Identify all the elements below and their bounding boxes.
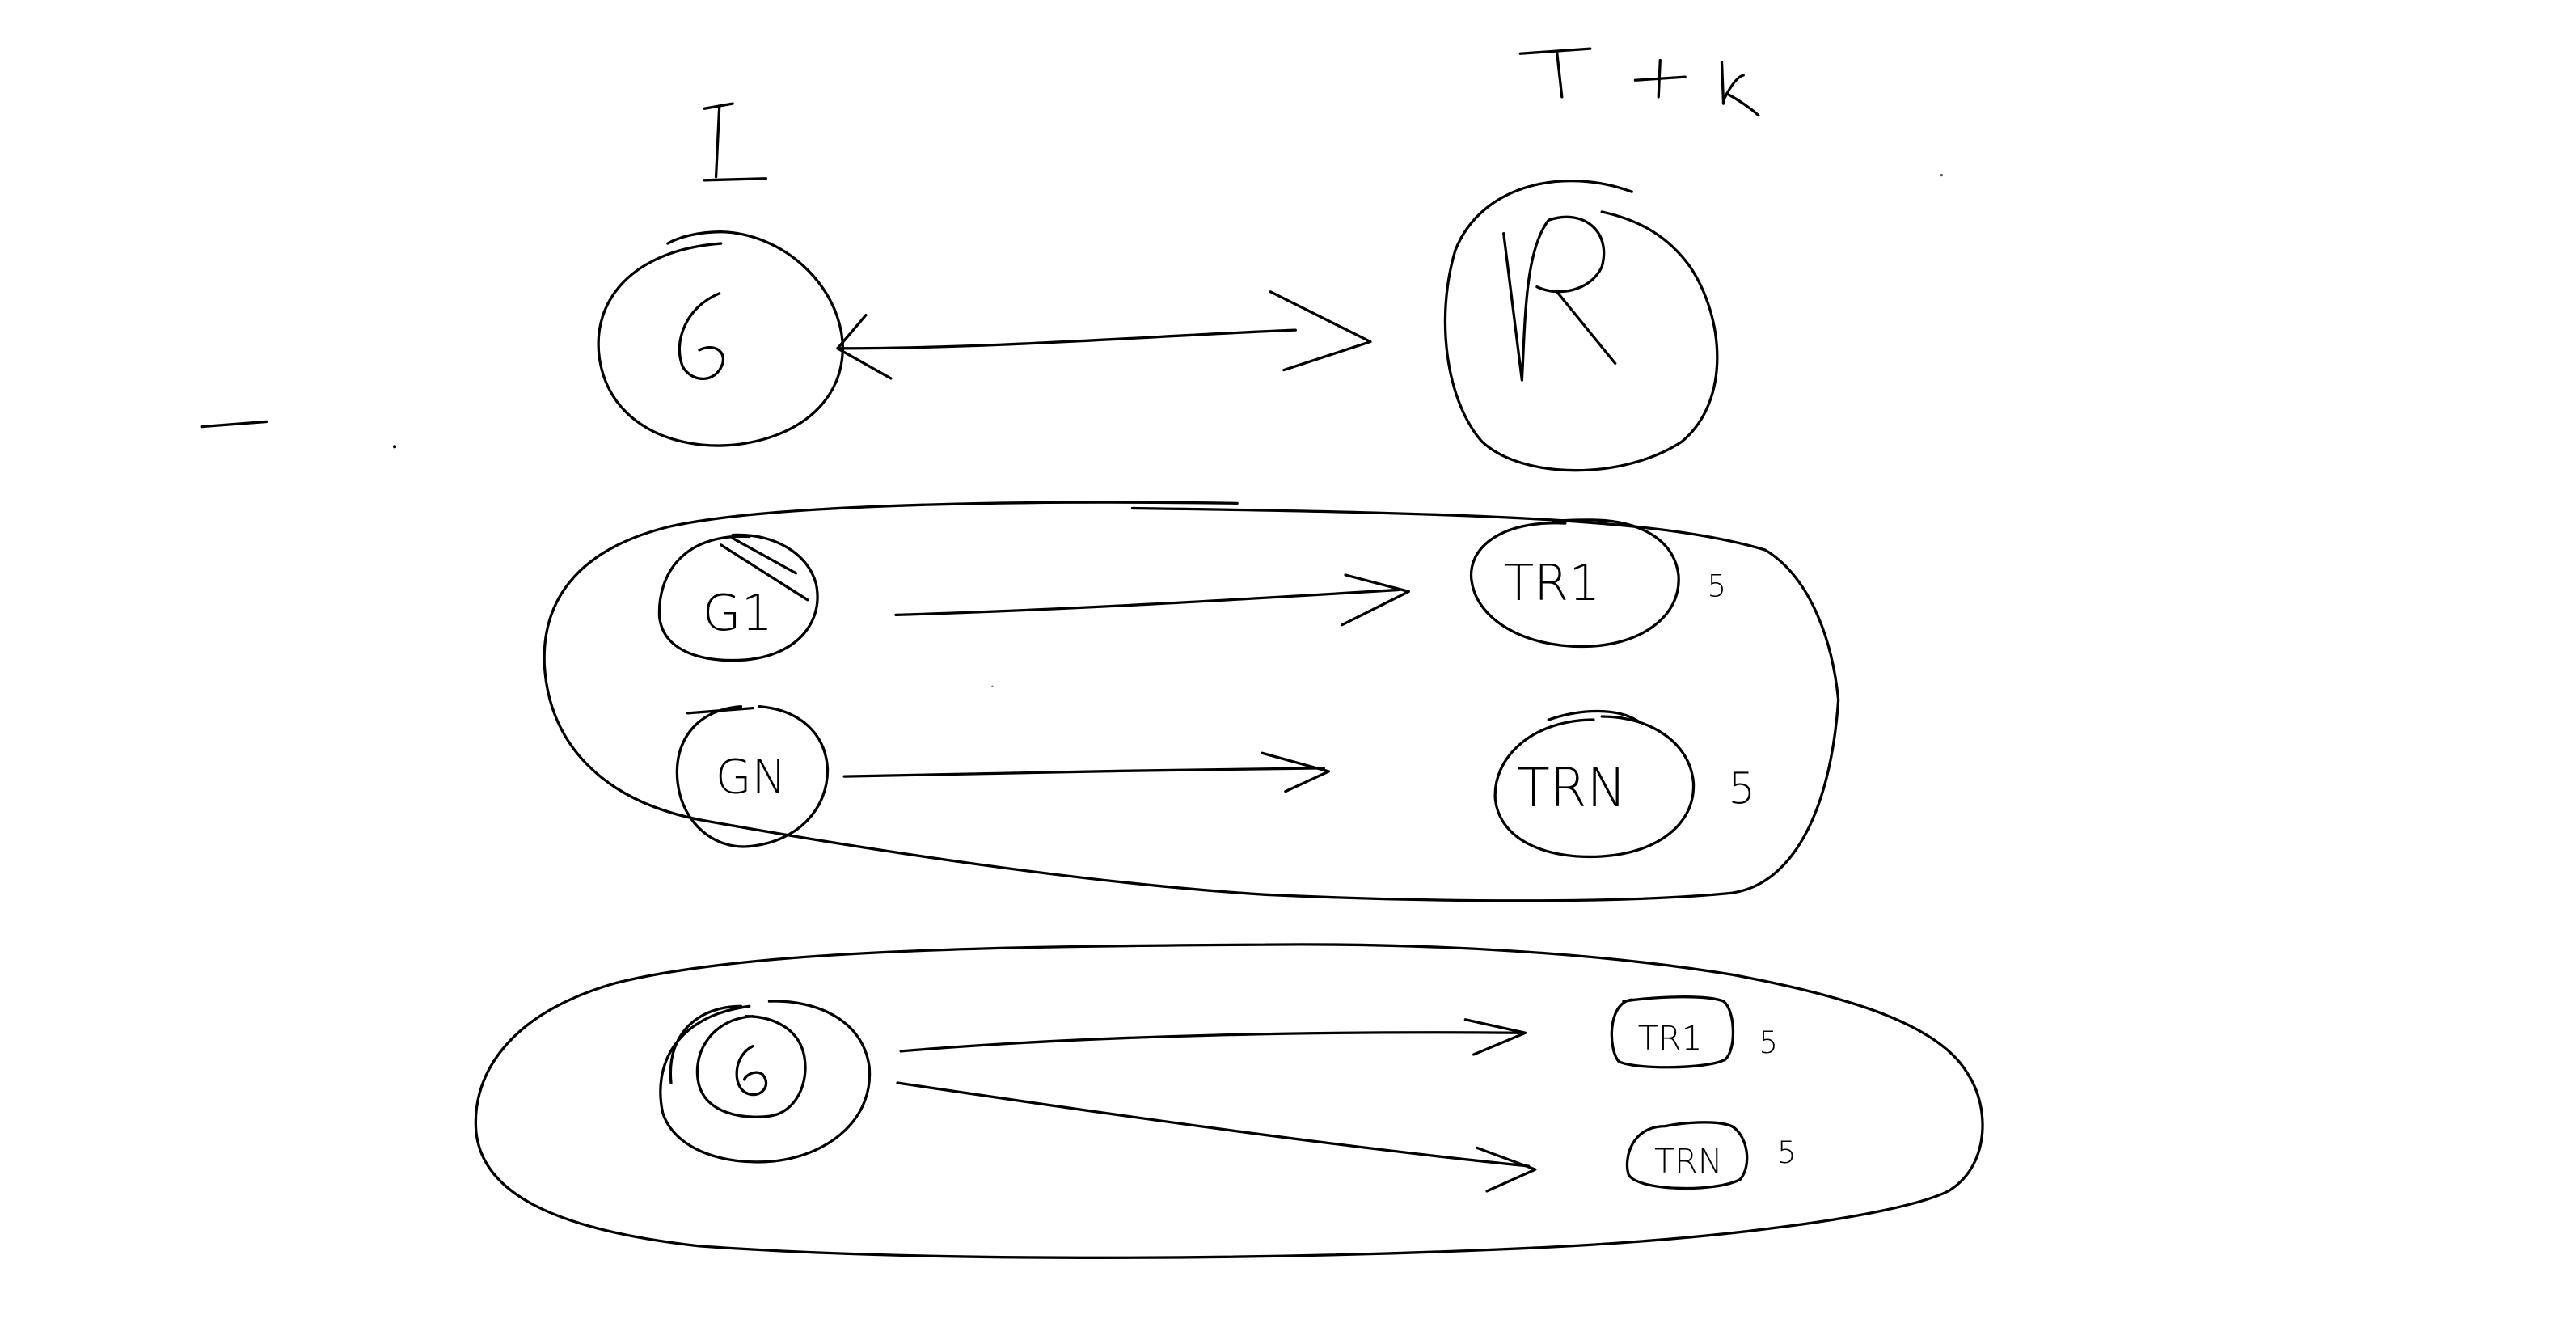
group-one-boundary [543, 501, 1840, 902]
header-label-i-stroke [703, 102, 768, 182]
g1-label: G1 [703, 584, 773, 642]
top-target-circle [1443, 179, 1719, 472]
group-two-source-g-stroke [735, 1045, 768, 1097]
header-label-tk-stroke [1518, 47, 1760, 117]
stray-dot-mid [991, 685, 994, 688]
top-arrow-head [1269, 290, 1372, 372]
group-two-source-outer-circle [659, 1000, 872, 1164]
tr1-label: TR1 [1503, 554, 1600, 612]
group-two-tr1-label: TR1 [1638, 1019, 1703, 1058]
gn-label: GN [716, 750, 787, 805]
group-two-arrow-one-line [899, 1031, 1520, 1053]
group-two-trn-count: 5 [1777, 1135, 1797, 1170]
top-target-r-stroke [1502, 215, 1617, 382]
group-two-trn-label: TRN [1654, 1142, 1723, 1181]
group-two-boundary [474, 943, 1984, 1259]
group-two-tr1-count: 5 [1759, 1025, 1778, 1060]
tr1-count: 5 [1708, 569, 1727, 604]
gn-arrow-head [1261, 751, 1331, 793]
gn-circle [675, 704, 830, 848]
g1-arrow-line [894, 588, 1400, 616]
top-arrow-line [836, 313, 1297, 380]
group-two-trn-box [1625, 1121, 1749, 1190]
stray-dot-right [1940, 173, 1943, 177]
group-two-tr1-box [1610, 995, 1735, 1069]
group-two-arrow-two-head [1476, 1146, 1537, 1193]
trn-label: TRN [1517, 757, 1626, 819]
gn-arrow-line [842, 767, 1325, 778]
trn-circle [1493, 709, 1696, 859]
top-source-g-stroke [678, 292, 725, 381]
group-two-source-inner-circle [695, 1015, 807, 1118]
g1-arrow-head [1341, 573, 1410, 627]
tr1-circle [1469, 518, 1680, 649]
trn-count: 5 [1728, 763, 1755, 814]
g1-circle [657, 533, 819, 662]
group-two-arrow-two-line [896, 1081, 1531, 1168]
stray-left-dash [200, 420, 268, 429]
group-two-arrow-one-head [1463, 1018, 1527, 1056]
top-source-circle [597, 230, 844, 447]
stray-dot-left [393, 445, 397, 449]
